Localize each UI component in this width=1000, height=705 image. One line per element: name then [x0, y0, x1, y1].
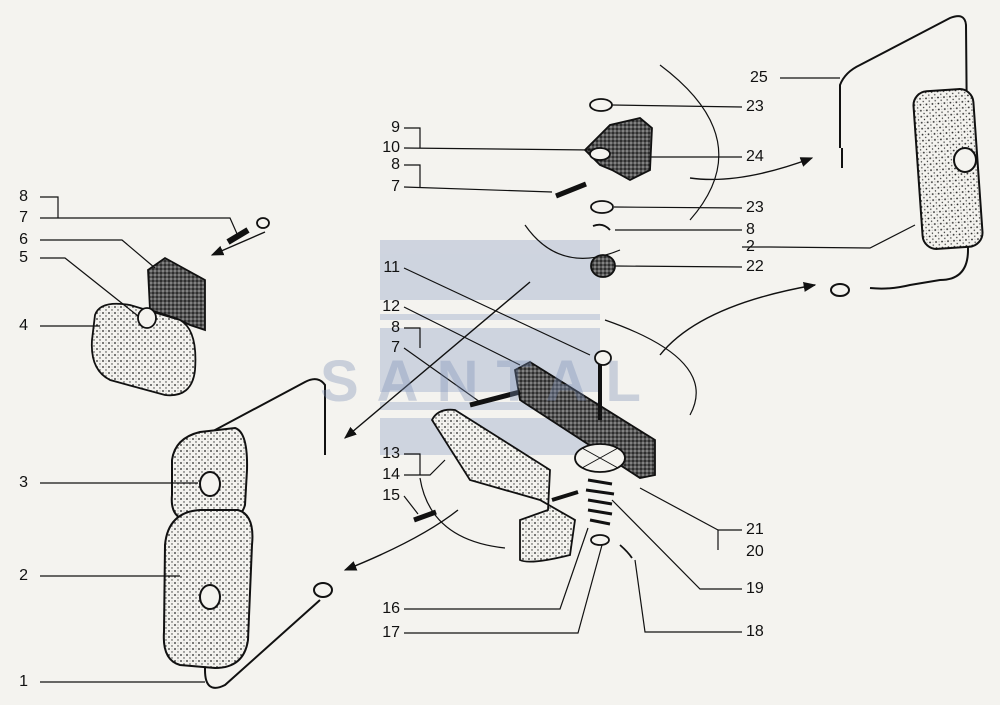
callout-8-middle: 8: [391, 319, 400, 336]
callout-14: 14: [382, 466, 400, 483]
callout-7-upper: 7: [391, 178, 400, 195]
callout-6: 6: [19, 231, 28, 248]
callout-10: 10: [382, 139, 400, 156]
callout-5: 5: [19, 249, 28, 266]
callout-4: 4: [19, 317, 28, 334]
interior-mirror: [90, 217, 270, 397]
callout-9: 9: [391, 119, 400, 136]
left-mirror: [162, 378, 333, 689]
callout-15: 15: [382, 487, 400, 504]
assembly-arrows: [210, 157, 817, 571]
right-mirror: [830, 15, 984, 297]
callout-3: 3: [19, 474, 28, 491]
callout-22: 22: [746, 258, 764, 275]
callout-8-upper: 8: [391, 156, 400, 173]
guide-arcs: [419, 64, 720, 549]
callout-7-left: 7: [19, 209, 28, 226]
callout-24: 24: [746, 148, 764, 165]
callout-17: 17: [382, 624, 400, 641]
callout-25: 25: [750, 69, 768, 86]
callout-20: 20: [746, 543, 764, 560]
clamp-bracket: [413, 350, 656, 563]
callout-8-right: 8: [746, 221, 755, 238]
callout-18: 18: [746, 623, 764, 640]
callout-16: 16: [382, 600, 400, 617]
callout-21: 21: [746, 521, 764, 538]
callout-7-middle: 7: [391, 339, 400, 356]
callout-13: 13: [382, 445, 400, 462]
callout-2-right: 2: [746, 238, 755, 255]
leader-lines: [40, 77, 916, 683]
callout-23-lower: 23: [746, 199, 764, 216]
watermark-text: SANTAL: [320, 349, 659, 414]
hinge-bracket: [555, 98, 653, 278]
callout-19: 19: [746, 580, 764, 597]
callout-1: 1: [19, 673, 28, 690]
callout-2-left: 2: [19, 567, 28, 584]
callout-23-upper: 23: [746, 98, 764, 115]
callout-11: 11: [383, 259, 400, 276]
watermark-logo: [380, 240, 600, 455]
callout-8-left: 8: [19, 188, 28, 205]
callout-12: 12: [382, 298, 400, 315]
